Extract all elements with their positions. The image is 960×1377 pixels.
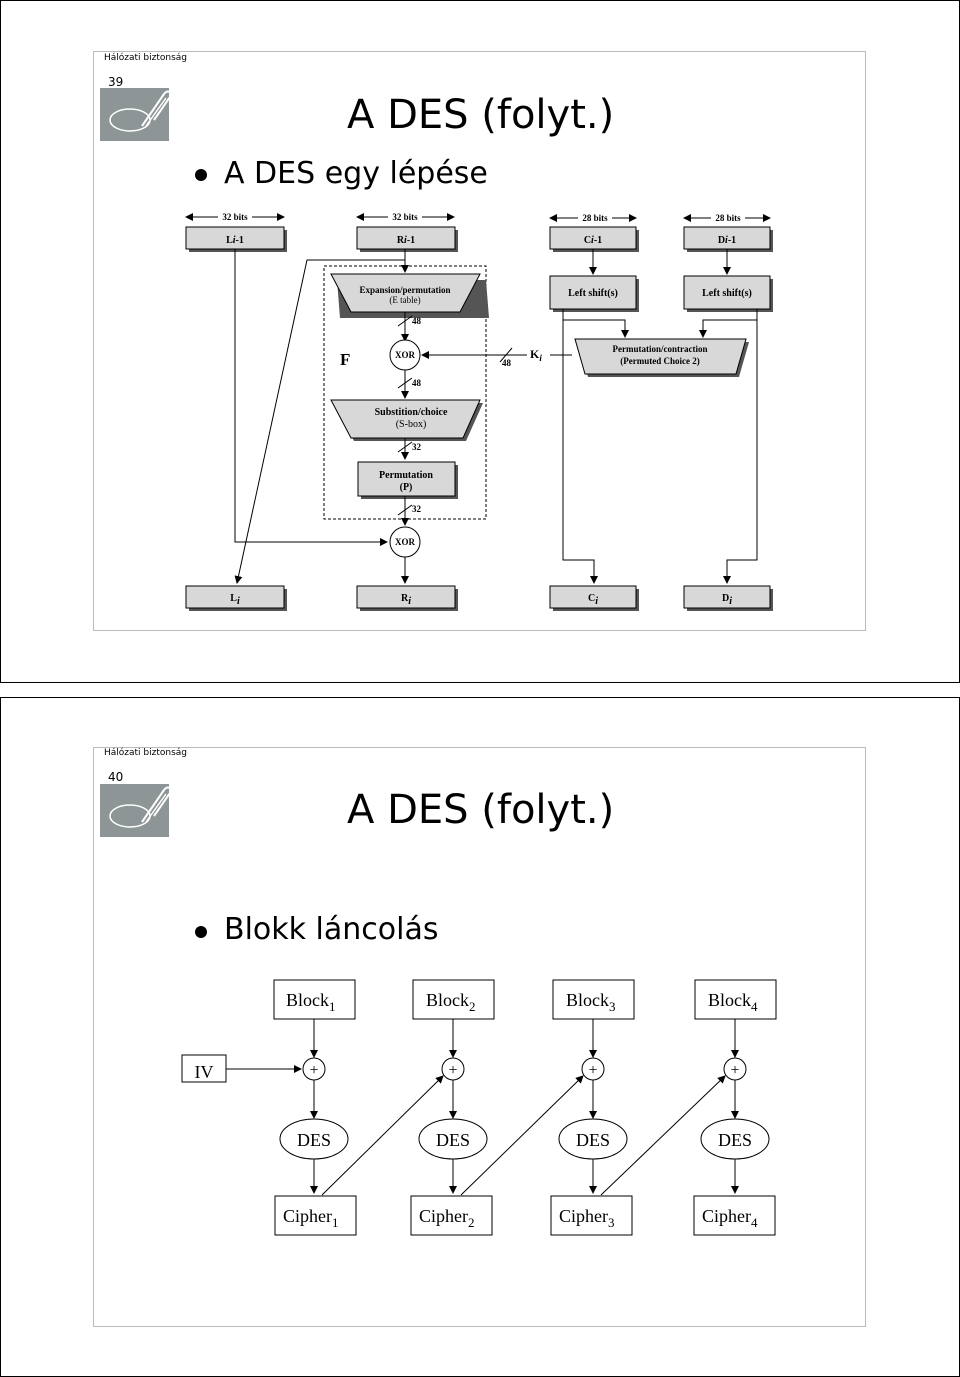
- svg-text:Cipher3: Cipher3: [559, 1206, 615, 1230]
- bullet-dot: [195, 169, 207, 181]
- svg-text:DES: DES: [436, 1130, 470, 1150]
- bits-label: 28 bits: [715, 213, 741, 223]
- expansion-box: Expansion/permutation (E table): [330, 273, 489, 318]
- bits-label: 32 bits: [222, 212, 248, 222]
- box-r-out: Ri: [356, 585, 458, 611]
- svg-text:(Permuted Choice 2): (Permuted Choice 2): [620, 356, 699, 366]
- svg-text:Substition/choice: Substition/choice: [375, 407, 448, 418]
- xor-plus-2: +: [441, 1057, 465, 1081]
- svg-text:+: +: [588, 1062, 597, 1079]
- block-2: Block2: [412, 979, 495, 1020]
- svg-text:+: +: [309, 1062, 318, 1079]
- svg-text:DES: DES: [297, 1130, 331, 1150]
- svg-text:Left shift(s): Left shift(s): [702, 288, 752, 299]
- slide-header: Hálózati biztonság: [104, 748, 188, 758]
- svg-text:48: 48: [412, 316, 422, 326]
- svg-text:Li: Li: [230, 593, 240, 607]
- block-4: Block4: [694, 979, 777, 1020]
- svg-text:DES: DES: [718, 1130, 752, 1150]
- svg-text:Block1: Block1: [286, 990, 336, 1014]
- cipher-1: Cipher1: [274, 1195, 357, 1236]
- svg-text:Expansion/permutation: Expansion/permutation: [359, 285, 450, 295]
- des-node-3: DES: [558, 1118, 628, 1160]
- pc2-box: Permutation/contraction (Permuted Choice…: [574, 338, 749, 377]
- block-1: Block1: [273, 979, 356, 1020]
- sbox-box: Substition/choice (S-box): [330, 399, 483, 441]
- slide-number: 40: [108, 770, 124, 784]
- svg-text:(P): (P): [400, 482, 413, 493]
- svg-text:Cipher4: Cipher4: [702, 1206, 758, 1230]
- box-l-prev: Li-1: [185, 226, 287, 252]
- bullet-text: A DES egy lépése: [224, 156, 488, 191]
- des-round-diagram: 32 bits 32 bits 28 bits 28 bits Li-1 Ri-…: [185, 211, 773, 611]
- svg-text:+: +: [448, 1062, 457, 1079]
- svg-text:Ci-1: Ci-1: [584, 235, 602, 246]
- des-node-1: DES: [279, 1118, 349, 1160]
- xor-plus-4: +: [723, 1057, 747, 1081]
- bits-28-c: 28 bits: [549, 212, 637, 223]
- bits-28-d: 28 bits: [683, 212, 771, 223]
- svg-text:48: 48: [502, 358, 512, 368]
- svg-text:Di-1: Di-1: [718, 235, 736, 246]
- des-node-2: DES: [418, 1118, 488, 1160]
- bits-32-left: 32 bits: [185, 211, 285, 222]
- svg-text:XOR: XOR: [395, 537, 416, 547]
- svg-text:Cipher2: Cipher2: [419, 1206, 475, 1230]
- cipher-4: Cipher4: [693, 1195, 776, 1236]
- svg-text:+: +: [730, 1062, 739, 1079]
- svg-text:IV: IV: [195, 1062, 214, 1082]
- cipher-3: Cipher3: [550, 1195, 633, 1236]
- left-shift-c: Left shift(s): [549, 275, 639, 312]
- svg-text:Permutation: Permutation: [379, 470, 433, 481]
- p-box: Permutation (P): [357, 461, 458, 499]
- left-shift-d: Left shift(s): [683, 275, 773, 312]
- svg-text:(S-box): (S-box): [396, 419, 427, 430]
- cipher-2: Cipher2: [410, 1195, 493, 1236]
- slide-40: [93, 747, 866, 1327]
- svg-text:Block3: Block3: [566, 990, 616, 1014]
- svg-text:Left shift(s): Left shift(s): [568, 288, 618, 299]
- paperclip-logo-icon: [100, 88, 174, 141]
- box-c-prev: Ci-1: [549, 226, 639, 252]
- bullet-dot: [195, 926, 207, 938]
- svg-text:(E table): (E table): [389, 295, 420, 305]
- bits-label: 32 bits: [392, 212, 418, 222]
- svg-text:Permutation/contraction: Permutation/contraction: [613, 344, 708, 354]
- svg-text:DES: DES: [576, 1130, 610, 1150]
- svg-text:XOR: XOR: [395, 350, 416, 360]
- svg-text:Ci: Ci: [588, 593, 598, 607]
- bits-32-right: 32 bits: [356, 211, 455, 222]
- f-label: F: [340, 350, 350, 369]
- box-l-out: Li: [185, 585, 287, 611]
- xor-plus-3: +: [581, 1057, 605, 1081]
- svg-text:32: 32: [412, 504, 422, 514]
- svg-text:Li-1: Li-1: [226, 235, 244, 246]
- svg-text:Ri: Ri: [401, 593, 411, 607]
- page-title: A DES (folyt.): [347, 92, 615, 138]
- iv-box: IV: [181, 1054, 227, 1083]
- page-title: A DES (folyt.): [347, 787, 615, 833]
- svg-text:Cipher1: Cipher1: [283, 1206, 339, 1230]
- xor-plus-1: +: [302, 1057, 326, 1081]
- svg-text:32: 32: [412, 442, 422, 452]
- svg-text:Ki: Ki: [530, 347, 542, 363]
- svg-text:48: 48: [412, 378, 422, 388]
- box-d-out: Di: [683, 585, 773, 611]
- bullet-text: Blokk láncolás: [224, 912, 439, 947]
- svg-text:Di: Di: [722, 593, 732, 607]
- svg-text:Block4: Block4: [708, 990, 758, 1014]
- box-r-prev: Ri-1: [356, 226, 458, 252]
- slide-39: [93, 51, 866, 631]
- slide-header: Hálózati biztonság: [104, 53, 188, 63]
- svg-text:Block2: Block2: [426, 990, 476, 1014]
- slide-number: 39: [108, 75, 124, 89]
- des-node-4: DES: [700, 1118, 770, 1160]
- bits-label: 28 bits: [582, 213, 608, 223]
- box-c-out: Ci: [549, 585, 639, 611]
- svg-text:Ri-1: Ri-1: [397, 235, 415, 246]
- block-3: Block3: [552, 979, 635, 1020]
